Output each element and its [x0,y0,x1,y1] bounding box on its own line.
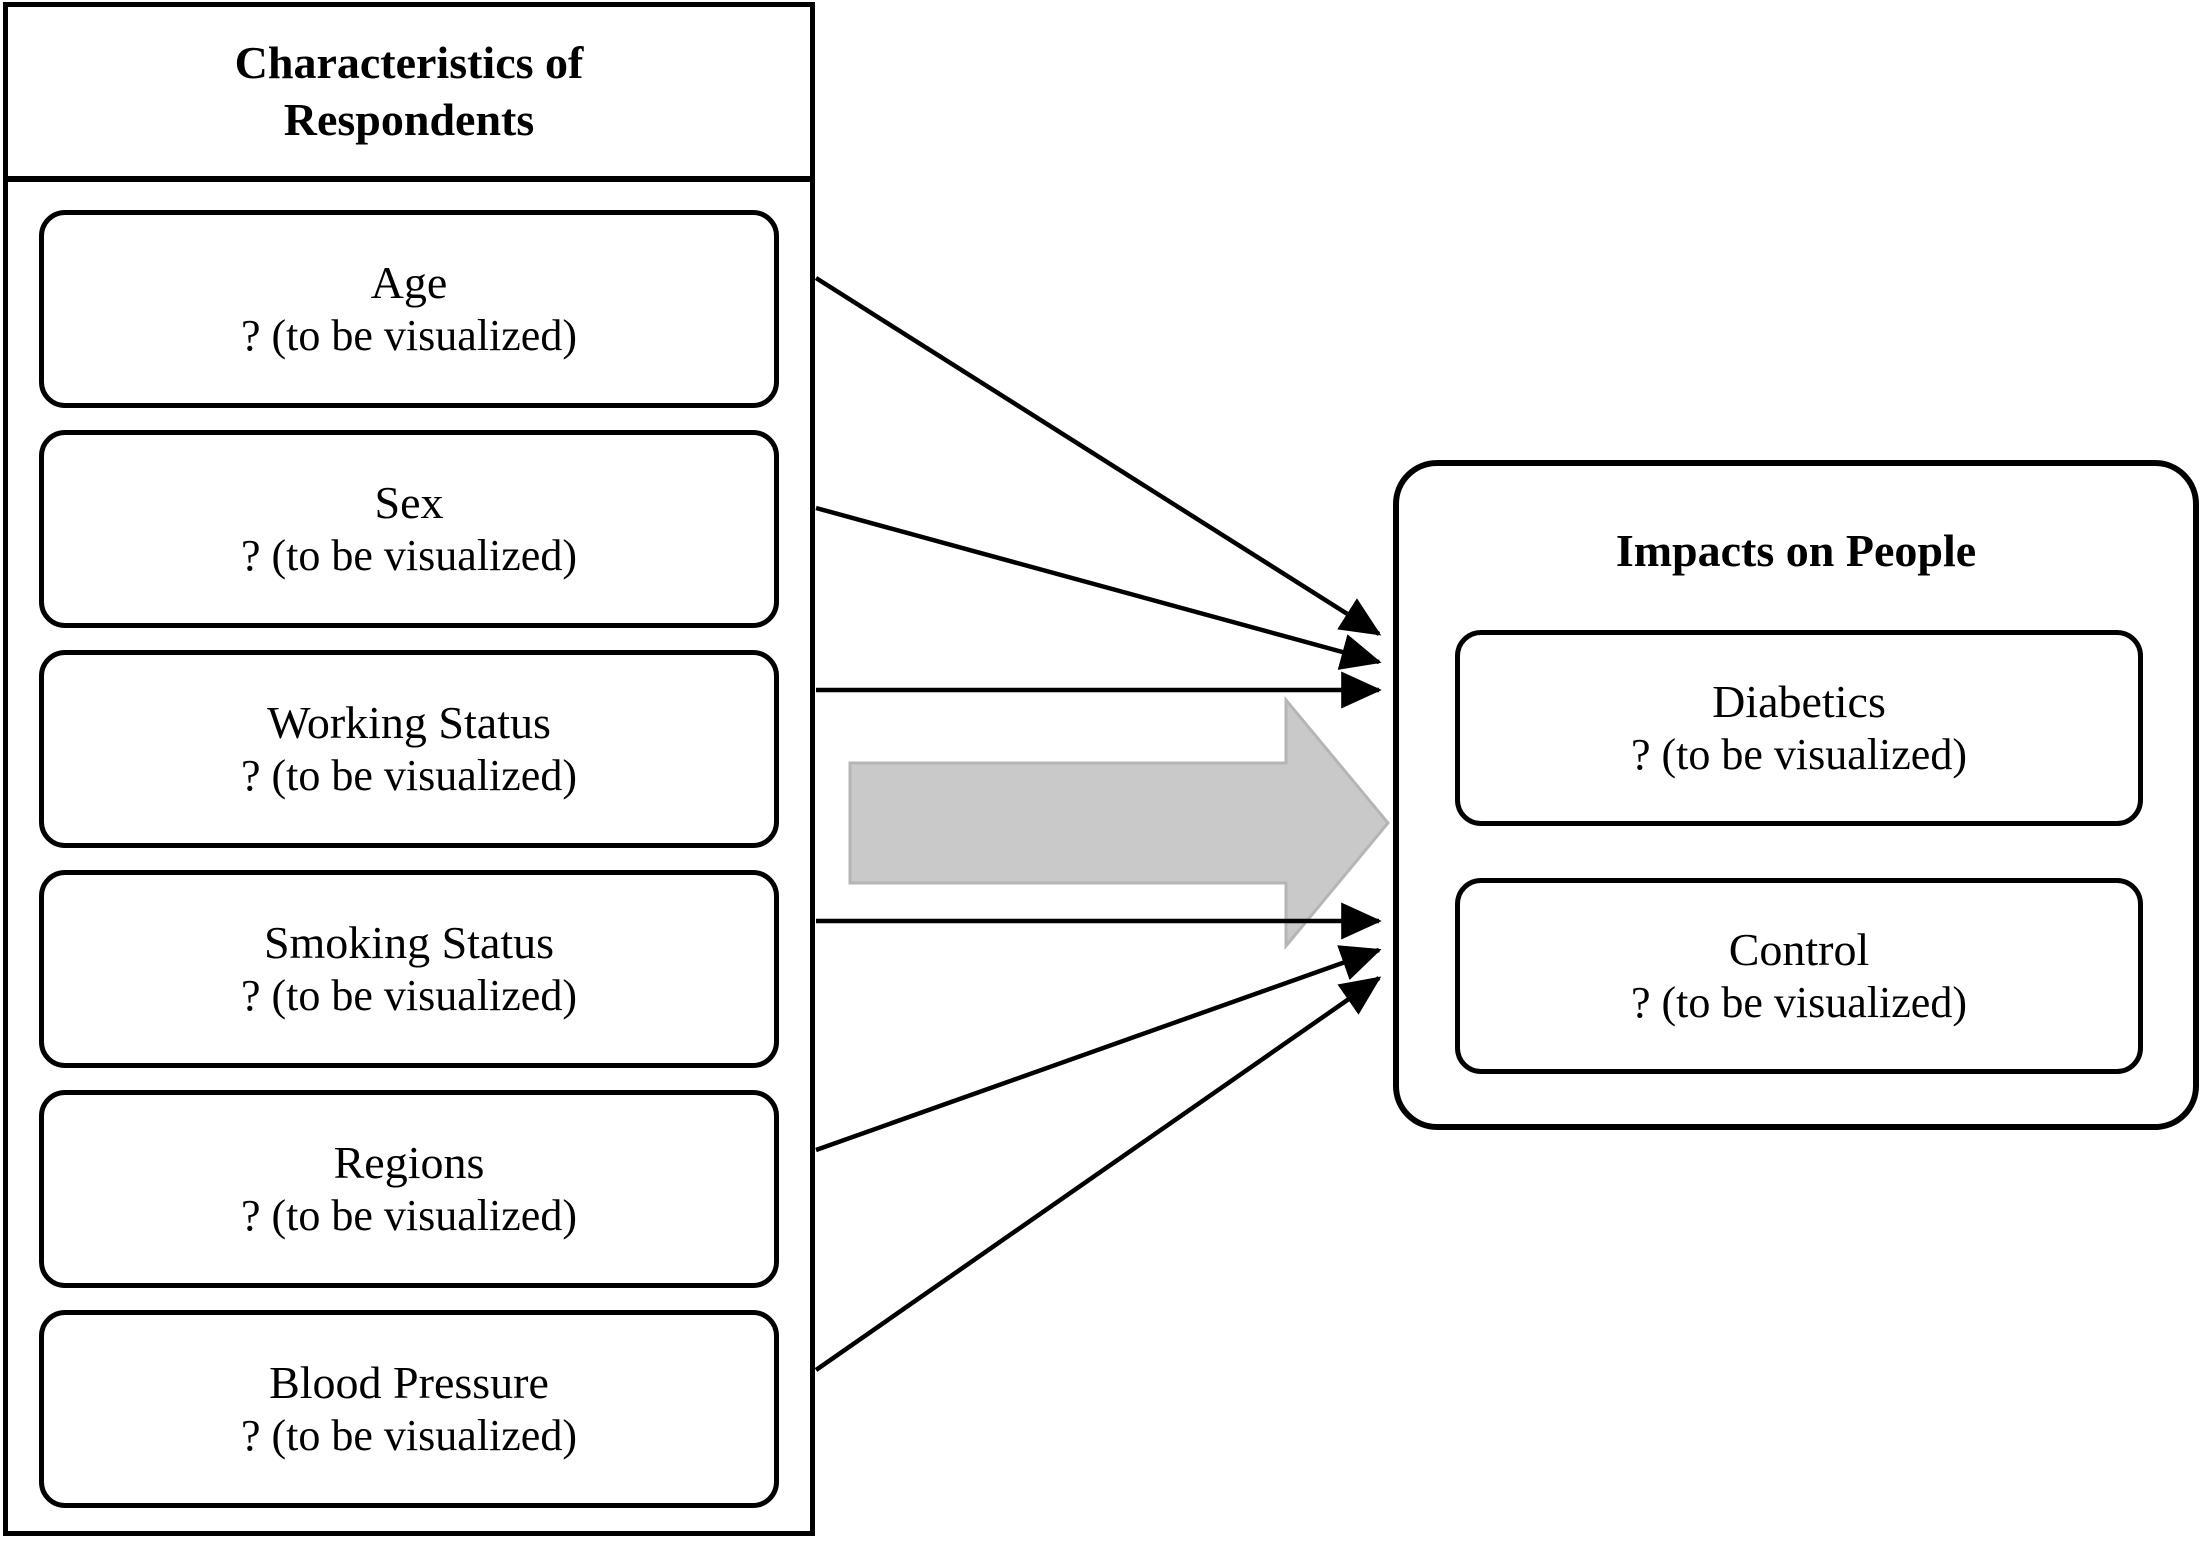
characteristics-title-line-2: Respondents [283,93,535,145]
characteristic-value-regions: ? (to be visualized) [241,1191,577,1241]
block-arrow-shape [848,695,1390,951]
characteristic-box-blood-pressure[interactable]: Blood Pressure ? (to be visualized) [39,1310,779,1508]
impact-box-diabetics[interactable]: Diabetics ? (to be visualized) [1455,630,2143,826]
impacts-panel: Impacts on People Diabetics ? (to be vis… [1393,460,2199,1130]
characteristic-label-blood-pressure: Blood Pressure [269,1356,549,1408]
characteristics-items-list: Age ? (to be visualized) Sex ? (to be vi… [8,182,810,1531]
characteristic-box-sex[interactable]: Sex ? (to be visualized) [39,430,779,628]
characteristic-value-working-status: ? (to be visualized) [241,751,577,801]
characteristics-title-line-1: Characteristics of [234,37,584,89]
impact-value-diabetics: ? (to be visualized) [1631,730,1967,780]
characteristic-label-age: Age [370,256,448,308]
characteristics-panel-header: Characteristics of Respondents [8,7,810,182]
characteristic-value-blood-pressure: ? (to be visualized) [241,1411,577,1461]
characteristic-label-regions: Regions [333,1136,485,1188]
characteristic-box-working-status[interactable]: Working Status ? (to be visualized) [39,650,779,848]
characteristic-value-age: ? (to be visualized) [241,311,577,361]
impacts-panel-title: Impacts on People [1615,525,1977,576]
characteristic-box-regions[interactable]: Regions ? (to be visualized) [39,1090,779,1288]
characteristic-value-smoking-status: ? (to be visualized) [241,971,577,1021]
impact-box-control[interactable]: Control ? (to be visualized) [1455,878,2143,1074]
impact-label-control: Control [1728,923,1870,975]
impact-label-diabetics: Diabetics [1712,675,1886,727]
characteristics-panel: Characteristics of Respondents Age ? (to… [3,2,815,1536]
characteristic-box-smoking-status[interactable]: Smoking Status ? (to be visualized) [39,870,779,1068]
characteristic-label-working-status: Working Status [267,696,551,748]
characteristic-value-sex: ? (to be visualized) [241,531,577,581]
characteristic-box-age[interactable]: Age ? (to be visualized) [39,210,779,408]
impact-value-control: ? (to be visualized) [1631,978,1967,1028]
characteristic-label-sex: Sex [374,476,444,528]
characteristics-panel-title: Characteristics of Respondents [235,35,584,147]
characteristic-label-smoking-status: Smoking Status [263,916,555,968]
